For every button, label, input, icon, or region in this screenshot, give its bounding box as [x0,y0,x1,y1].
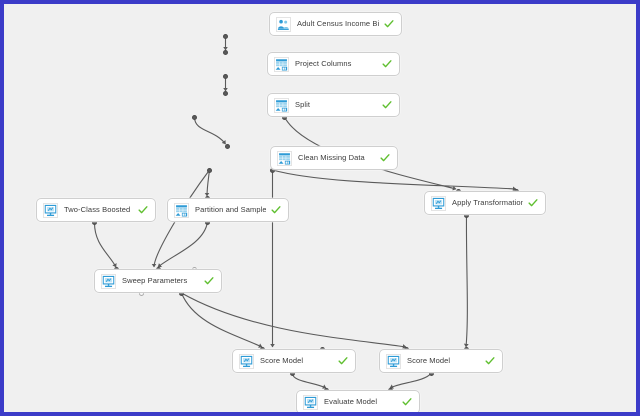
port-project-columns-input[interactable] [223,50,228,55]
status-check-icon [382,60,392,68]
node-evaluate-model[interactable]: Evaluate Model [296,390,420,412]
node-label: Project Columns [295,59,352,68]
port-clean-missing-data-input[interactable] [225,144,230,149]
status-check-icon [384,20,394,28]
model-icon [43,202,58,218]
node-clean-missing-data[interactable]: Clean Missing Data [270,146,398,170]
data-transform-icon [274,97,289,113]
model-icon [303,394,318,410]
node-partition-and-sample[interactable]: Partition and Sample [167,198,289,222]
port-clean-missing-data-output-1[interactable] [207,168,212,173]
node-score-model-right[interactable]: Score Model [379,349,503,373]
status-check-icon [528,199,538,207]
port-evaluate-model-output[interactable] [356,412,361,416]
node-label: Split [295,100,311,109]
node-score-model-left[interactable]: Score Model [232,349,356,373]
node-label: Clean Missing Data [298,153,365,162]
node-label: Score Model [260,356,304,365]
port-dataset-output[interactable] [223,34,228,39]
status-check-icon [271,206,281,214]
data-transform-icon [277,150,292,166]
port-project-columns-output[interactable] [223,74,228,79]
node-dataset[interactable]: Adult Census Income Binary C... [269,12,402,36]
node-sweep-parameters[interactable]: Sweep Parameters [94,269,222,293]
dataset-icon [276,16,291,32]
data-transform-icon [174,202,189,218]
node-label: Apply Transformation [452,198,523,207]
node-apply-transformation[interactable]: Apply Transformation [424,191,546,215]
model-icon [239,353,254,369]
status-check-icon [204,277,214,285]
status-check-icon [485,357,495,365]
node-project-columns[interactable]: Project Columns [267,52,400,76]
status-check-icon [402,398,412,406]
node-label: Sweep Parameters [122,276,188,285]
port-split-input[interactable] [223,91,228,96]
status-check-icon [338,357,348,365]
node-two-class-boosted-decision-tree[interactable]: Two-Class Boosted Decision T... [36,198,156,222]
node-layer: Adult Census Income Binary C... Project C… [4,4,636,412]
node-label: Adult Census Income Binary C... [297,19,379,28]
status-check-icon [382,101,392,109]
node-split[interactable]: Split [267,93,400,117]
model-icon [101,273,116,289]
model-icon [431,195,446,211]
data-transform-icon [274,56,289,72]
status-check-icon [380,154,390,162]
port-split-output-1[interactable] [192,115,197,120]
node-label: Partition and Sample [195,205,266,214]
experiment-canvas[interactable]: Adult Census Income Binary C... Project C… [4,4,636,412]
node-label: Evaluate Model [324,397,378,406]
node-label: Score Model [407,356,451,365]
node-label: Two-Class Boosted Decision T... [64,205,133,214]
model-icon [386,353,401,369]
status-check-icon [138,206,148,214]
